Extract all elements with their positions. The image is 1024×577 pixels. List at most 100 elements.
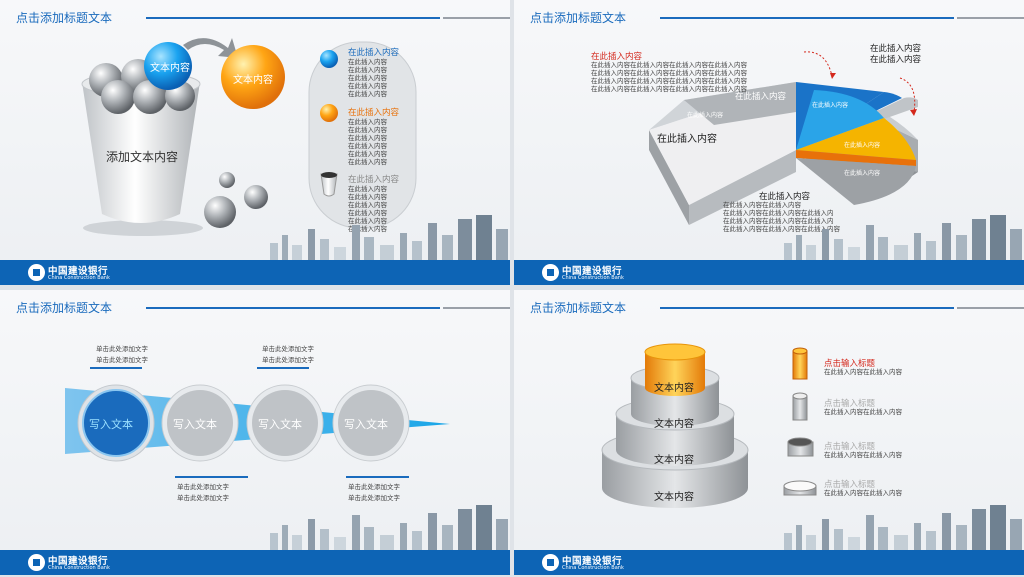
item-line: 在此插入内容 <box>348 90 387 98</box>
blue-ball-icon <box>144 42 192 90</box>
cylinder-icon <box>792 395 808 421</box>
ball-icon <box>219 172 235 188</box>
item-title[interactable]: 点击输入标题 <box>824 399 876 409</box>
caption[interactable]: 单击此处添加文字 <box>348 483 400 491</box>
bottom-line: 在此插入内容在此插入内容 <box>723 201 801 209</box>
item-desc: 在此插入内容在此插入内容 <box>824 408 902 416</box>
slide-title[interactable]: 点击添加标题文本 <box>530 11 627 25</box>
tier-label[interactable]: 文本内容 <box>654 419 694 430</box>
right-title[interactable]: 在此插入内容 <box>870 44 922 54</box>
title-rule-gray <box>957 17 1024 19</box>
item-line: 在此插入内容 <box>348 185 387 193</box>
bank-name: 中国建设银行 <box>562 266 623 277</box>
bottom-line: 在此插入内容在此插入内容在此插入内 <box>723 217 834 225</box>
circle-label[interactable]: 写入文本 <box>258 418 302 431</box>
tier-cylinder <box>601 343 817 508</box>
bank-logo-icon <box>28 264 45 281</box>
red-line: 在此插入内容在此插入内容在此插入内容在此插入内容 <box>591 61 747 69</box>
caption[interactable]: 单击此处添加文字 <box>262 356 314 364</box>
item-title[interactable]: 在此插入内容 <box>348 175 400 185</box>
pie-label[interactable]: 在此插入内容 <box>844 170 881 177</box>
pie-label[interactable]: 在此插入内容 <box>687 112 724 119</box>
slide-4[interactable]: 点击添加标题文本 文本内容 文本内容 文本内容 文本内容 点击输入标题 在此插入… <box>514 290 1024 575</box>
item-3[interactable]: 在此插入内容 在此插入内容 在此插入内容 在此插入内容 在此插入内容 在此插入内… <box>348 173 399 233</box>
item-1[interactable]: 在此插入内容 在此插入内容 在此插入内容 在此插入内容 在此插入内容 在此插入内… <box>348 46 399 98</box>
bank-name: 中国建设银行 <box>562 556 623 567</box>
item-line: 在此插入内容 <box>348 134 387 142</box>
item-desc: 在此插入内容在此插入内容 <box>824 368 902 376</box>
slide-title[interactable]: 点击添加标题文本 <box>16 301 113 315</box>
item-title[interactable]: 在此插入内容 <box>348 48 400 58</box>
bank-name-en: China Construction Bank <box>48 565 110 571</box>
bank-logo-icon <box>28 554 45 571</box>
tier-label[interactable]: 文本内容 <box>654 492 694 503</box>
pie-slice <box>796 118 916 160</box>
slide-1[interactable]: 点击添加标题文本 添加文本内容 文本内容 文本内容 在此插入内容 在此插入内容 … <box>0 0 510 285</box>
bucket-label[interactable]: 添加文本内容 <box>106 150 179 164</box>
item-title[interactable]: 点击输入标题 <box>824 442 876 452</box>
right-subtitle[interactable]: 在此插入内容 <box>870 55 922 65</box>
orange-dot-icon <box>320 104 338 122</box>
bucket-icon <box>82 82 200 223</box>
caption[interactable]: 单击此处添加文字 <box>96 345 148 353</box>
footer-bar: 中国建设银行 China Construction Bank <box>0 260 510 285</box>
circle-label[interactable]: 写入文本 <box>344 418 388 431</box>
bank-name-en: China Construction Bank <box>562 565 624 571</box>
item-line: 在此插入内容 <box>348 150 387 158</box>
tier <box>644 343 706 361</box>
bank-name-en: China Construction Bank <box>562 275 624 281</box>
item-line: 在此插入内容 <box>348 74 387 82</box>
orange-ball-label[interactable]: 文本内容 <box>233 75 273 86</box>
pie-label[interactable]: 在此插入内容 <box>735 92 787 102</box>
slide-3[interactable]: 点击添加标题文本 写入文本 写入文本 写入文本 写入文本 单击此处添加文字 单击… <box>0 290 510 575</box>
footer-bar: 中国建设银行 China Construction Bank <box>0 550 510 575</box>
item-2[interactable]: 在此插入内容 在此插入内容 在此插入内容 在此插入内容 在此插入内容 在此插入内… <box>348 106 399 166</box>
orange-ball-icon <box>221 45 285 109</box>
slide-2[interactable]: 点击添加标题文本 在此插入内容 在此插入内容在此插入内容在此插入内容在此插入内容… <box>514 0 1024 285</box>
arrow-icon <box>183 38 238 58</box>
slide3-graphics <box>65 367 450 478</box>
item-title[interactable]: 点击输入标题 <box>824 359 876 369</box>
ball-icon <box>101 80 135 114</box>
red-title[interactable]: 在此插入内容 <box>591 52 643 62</box>
tier-label[interactable]: 文本内容 <box>654 383 694 394</box>
ball-icon <box>133 80 167 114</box>
slide-title[interactable]: 点击添加标题文本 <box>16 11 113 25</box>
ball-icon <box>244 185 268 209</box>
pie-label[interactable]: 在此插入内容 <box>844 142 881 149</box>
item-line: 在此插入内容 <box>348 82 387 90</box>
item-line: 在此插入内容 <box>348 126 387 134</box>
item-line: 在此插入内容 <box>348 142 387 150</box>
title-rule-gray <box>443 17 510 19</box>
circle-label[interactable]: 写入文本 <box>173 418 217 431</box>
city-skyline <box>784 215 1022 260</box>
bucket-shadow <box>83 220 203 236</box>
caption[interactable]: 单击此处添加文字 <box>262 345 314 353</box>
title-rule-gray <box>957 307 1024 309</box>
caption[interactable]: 单击此处添加文字 <box>177 483 229 491</box>
pie-slice <box>796 90 884 150</box>
pie-chart-3d <box>649 51 918 225</box>
caption[interactable]: 单击此处添加文字 <box>348 494 400 502</box>
pie-label[interactable]: 在此插入内容 <box>657 134 717 145</box>
tier-label[interactable]: 文本内容 <box>654 455 694 466</box>
caption[interactable]: 单击此处添加文字 <box>96 356 148 364</box>
title-rule-blue <box>660 17 954 19</box>
footer-bar: 中国建设银行 China Construction Bank <box>514 260 1024 285</box>
caption[interactable]: 单击此处添加文字 <box>177 494 229 502</box>
bank-name: 中国建设银行 <box>48 556 109 567</box>
pie-label[interactable]: 在此插入内容 <box>812 102 849 109</box>
blue-dot-icon <box>320 50 338 68</box>
item-title[interactable]: 在此插入内容 <box>348 108 400 118</box>
red-line: 在此插入内容在此插入内容在此插入内容在此插入内容 <box>591 69 747 77</box>
bottom-title[interactable]: 在此插入内容 <box>759 192 811 202</box>
item-line: 在此插入内容 <box>348 217 387 225</box>
red-line: 在此插入内容在此插入内容在此插入内容在此插入内容 <box>591 77 747 85</box>
slide-title[interactable]: 点击添加标题文本 <box>530 301 627 315</box>
circle-step <box>252 390 318 456</box>
circle-step <box>338 390 404 456</box>
blue-ball-label[interactable]: 文本内容 <box>150 63 190 74</box>
item-title[interactable]: 点击输入标题 <box>824 480 876 490</box>
circle-label[interactable]: 写入文本 <box>89 418 133 431</box>
slide1-graphics <box>81 38 417 236</box>
